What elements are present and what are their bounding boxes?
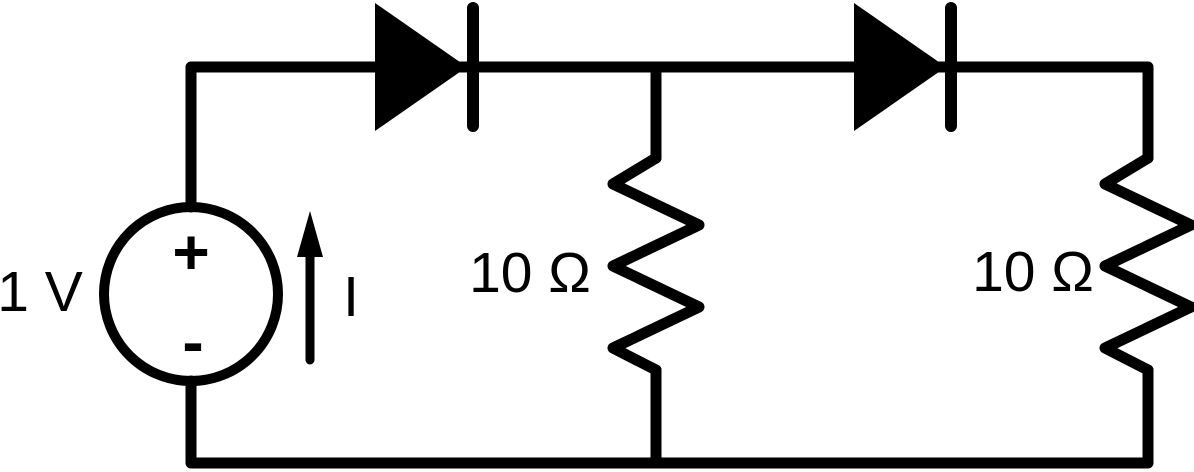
current-arrow-head — [297, 211, 323, 257]
diode-right-icon — [854, 2, 957, 132]
voltage-source-symbol — [99, 202, 283, 386]
resistor-middle-symbol — [607, 152, 705, 376]
voltage-source-label: 1 V — [0, 260, 83, 324]
voltage-source-plus-sign: + — [172, 216, 209, 288]
diode-left-icon — [375, 2, 479, 132]
diode-right-triangle — [854, 3, 946, 131]
diode-left-triangle — [375, 3, 467, 131]
wire-top-loop — [185, 61, 1154, 213]
current-arrow-icon — [297, 211, 323, 365]
resistor-right-symbol — [1099, 152, 1194, 376]
current-label: I — [343, 265, 359, 329]
resistor-middle-label: 10 Ω — [469, 241, 591, 305]
resistor-right-label: 10 Ω — [972, 240, 1094, 304]
voltage-source-minus-sign: - — [182, 306, 203, 378]
wire-bottom-loop — [185, 364, 1154, 469]
